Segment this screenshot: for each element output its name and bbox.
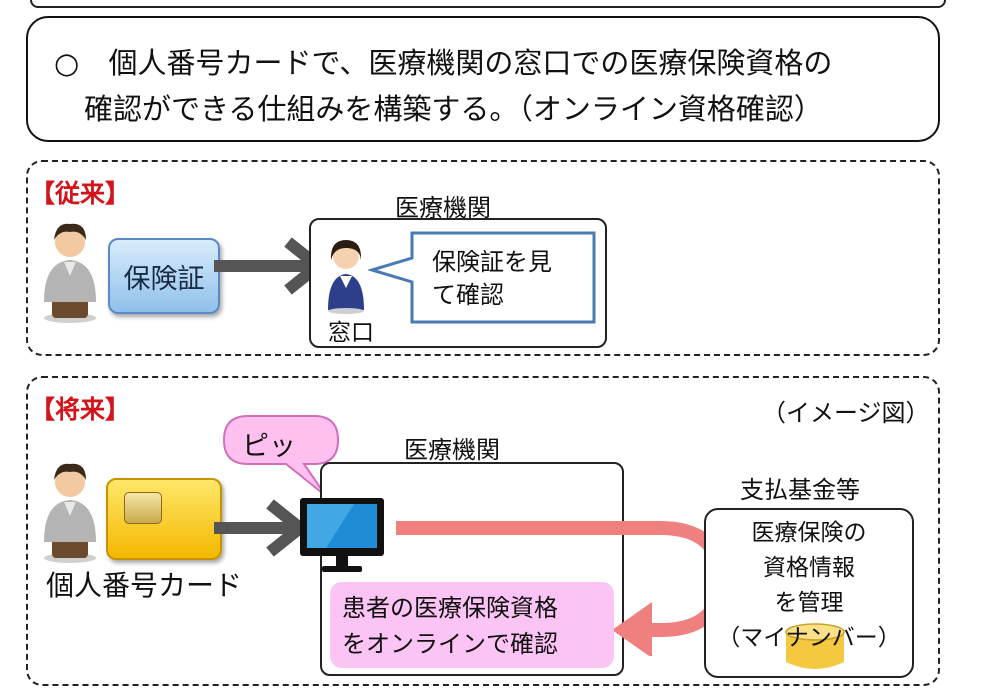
pip-bubble	[222, 415, 340, 497]
bubble-line-1: 保険証を見	[432, 248, 552, 276]
future-tag: 【将来】	[30, 395, 131, 424]
speech-bubble	[368, 231, 596, 324]
image-note: （イメージ図）	[762, 399, 930, 427]
pip-text: ピッ	[242, 431, 296, 462]
summary-line-1: ○ 個人番号カードで、医療機関の窓口での医療保険資格の	[54, 40, 832, 86]
current-panel	[26, 160, 940, 356]
summary-bullet: ○	[54, 46, 80, 80]
summary-box: ○ 個人番号カードで、医療機関の窓口での医療保険資格の 確認ができる仕組みを構築…	[26, 16, 940, 142]
bubble-text: 保険証を見 て確認	[432, 246, 552, 312]
my-number-card-label: 個人番号カード	[46, 569, 243, 602]
person-icon	[44, 223, 96, 323]
result-box: 患者の医療保険資格 をオンラインで確認	[330, 582, 614, 668]
summary-line-2: 確認ができる仕組みを構築する。（オンライン資格確認）	[84, 92, 823, 126]
database-icon	[785, 623, 845, 669]
person-icon	[44, 463, 96, 563]
top-frame-edge	[30, 0, 946, 8]
fund-line-1: 医療保険の	[751, 520, 867, 546]
fund-text: 医療保険の 資格情報 を管理 （マイナンバー）	[704, 516, 914, 656]
bubble-line-2: て確認	[432, 281, 504, 309]
fund-line-3: を管理	[774, 590, 844, 616]
future-panel	[26, 376, 940, 686]
future-facility-label: 医療機関	[404, 436, 500, 464]
result-line-1: 患者の医療保険資格	[342, 594, 558, 622]
receptionist-icon	[328, 240, 364, 314]
current-facility-label: 医療機関	[395, 194, 491, 222]
insurance-card: 保険証	[108, 238, 220, 314]
counter-label: 窓口	[328, 320, 374, 346]
fund-label: 支払基金等	[740, 476, 860, 504]
summary-text-1: 個人番号カードで、医療機関の窓口での医療保険資格の	[108, 46, 833, 80]
current-tag: 【従来】	[30, 179, 131, 208]
monitor-icon	[300, 498, 384, 572]
ic-chip-icon	[124, 492, 162, 524]
fund-line-4: （マイナンバー）	[717, 625, 901, 651]
insurance-card-label: 保険証	[123, 263, 205, 295]
result-line-2: をオンラインで確認	[342, 630, 558, 658]
my-number-card	[106, 478, 222, 560]
fund-line-2: 資格情報	[763, 555, 855, 581]
